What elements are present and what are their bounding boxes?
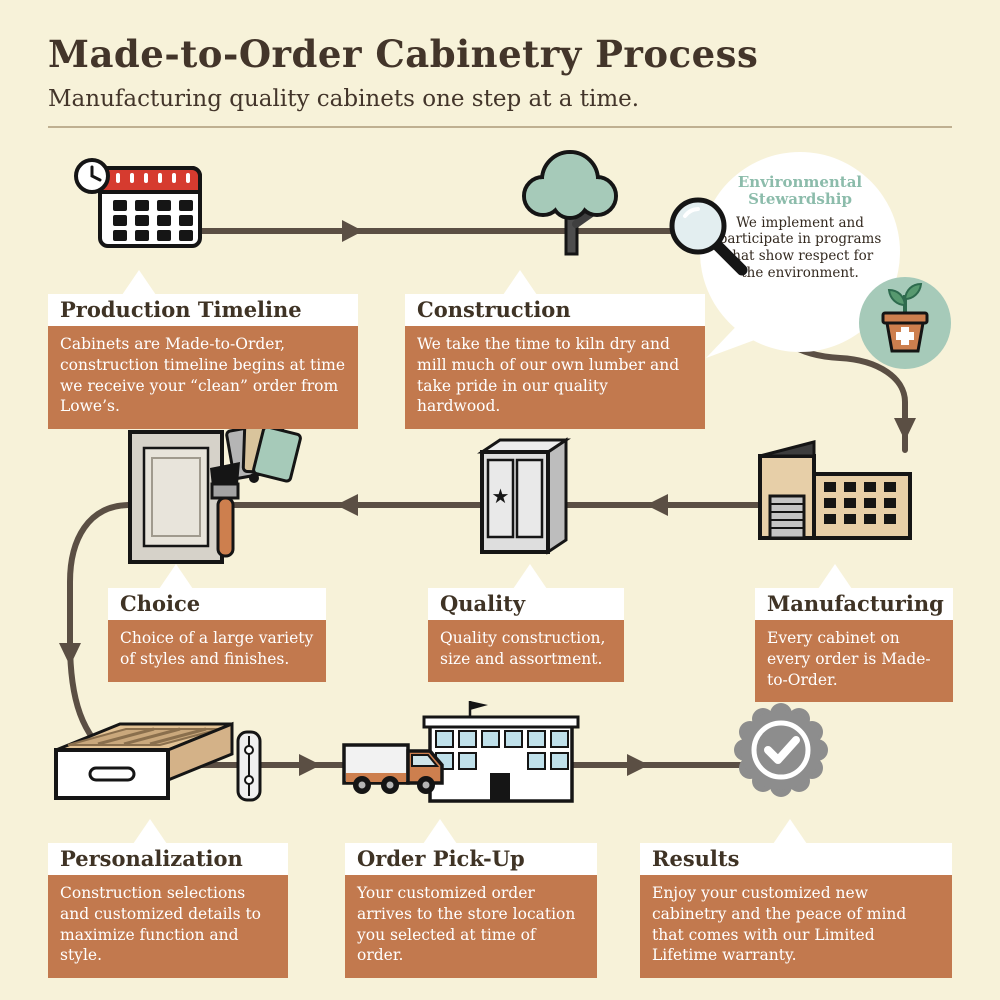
magnifying-glass-icon — [669, 197, 748, 276]
environmental-stewardship-callout: Environmental Stewardship We implement a… — [700, 152, 900, 352]
step-title: Quality — [428, 588, 624, 620]
step-body: Quality construction, size and assortmen… — [428, 620, 624, 682]
cabinet-star-icon: ★ — [477, 437, 571, 555]
step-title: Personalization — [48, 843, 288, 875]
step-title: Order Pick-Up — [345, 843, 597, 875]
arrow-right-1 — [342, 220, 363, 242]
step-results: Results Enjoy your customized new cabine… — [640, 819, 952, 979]
step-construction: Construction We take the time to kiln dr… — [405, 270, 705, 430]
step-body: Construction selections and customized d… — [48, 875, 288, 979]
pointer-up-icon — [773, 819, 807, 844]
step-body: Cabinets are Made-to-Order, construction… — [48, 326, 358, 430]
hinge-icon — [236, 730, 262, 802]
arrow-left-2 — [336, 494, 358, 516]
pointer-up-icon — [133, 819, 167, 844]
pointer-up-icon — [122, 270, 156, 295]
pointer-up-icon — [513, 564, 547, 589]
door-sample-paintbrush-icon — [128, 421, 302, 564]
drawer-icon — [54, 721, 234, 800]
step-body: Choice of a large variety of styles and … — [108, 620, 326, 682]
truck-store-icon — [342, 701, 580, 803]
step-title: Production Timeline — [48, 294, 358, 326]
pointer-up-icon — [818, 564, 852, 589]
arrow-left-1 — [646, 494, 668, 516]
step-title: Results — [640, 843, 952, 875]
step-title: Construction — [405, 294, 705, 326]
arrow-right-2 — [299, 754, 321, 776]
step-body: Every cabinet on every order is Made-to-… — [755, 620, 953, 703]
step-quality: Quality Quality construction, size and a… — [428, 564, 624, 682]
page-title: Made-to-Order Cabinetry Process — [48, 32, 759, 76]
svg-text:★: ★ — [492, 484, 510, 508]
step-manufacturing: Manufacturing Every cabinet on every ord… — [755, 564, 953, 703]
step-choice: Choice Choice of a large variety of styl… — [108, 564, 326, 682]
factory-icon — [758, 440, 912, 540]
callout-title: Environmental Stewardship — [737, 173, 863, 209]
pointer-up-icon — [159, 564, 193, 589]
step-body: We take the time to kiln dry and mill mu… — [405, 326, 705, 430]
step-personalization: Personalization Construction selections … — [48, 819, 288, 979]
pointer-up-icon — [423, 819, 457, 844]
calendar-clock-icon — [74, 158, 202, 248]
step-title: Choice — [108, 588, 326, 620]
step-title: Manufacturing — [755, 588, 953, 620]
page-subtitle: Manufacturing quality cabinets one step … — [48, 86, 640, 112]
plant-pot-icon — [859, 277, 951, 369]
step-body: Your customized order arrives to the sto… — [345, 875, 597, 979]
arrow-down-1 — [894, 418, 916, 441]
callout-body: We implement and participate in programs… — [718, 214, 882, 281]
tree-icon — [522, 150, 618, 256]
arrow-down-2 — [59, 643, 81, 666]
step-order-pickup: Order Pick-Up Your customized order arri… — [345, 819, 597, 979]
step-body: Enjoy your customized new cabinetry and … — [640, 875, 952, 979]
arrow-right-3 — [627, 754, 649, 776]
divider — [48, 126, 952, 128]
pointer-up-icon — [503, 270, 537, 295]
checkmark-badge-icon — [734, 703, 828, 797]
step-production-timeline: Production Timeline Cabinets are Made-to… — [48, 270, 358, 430]
